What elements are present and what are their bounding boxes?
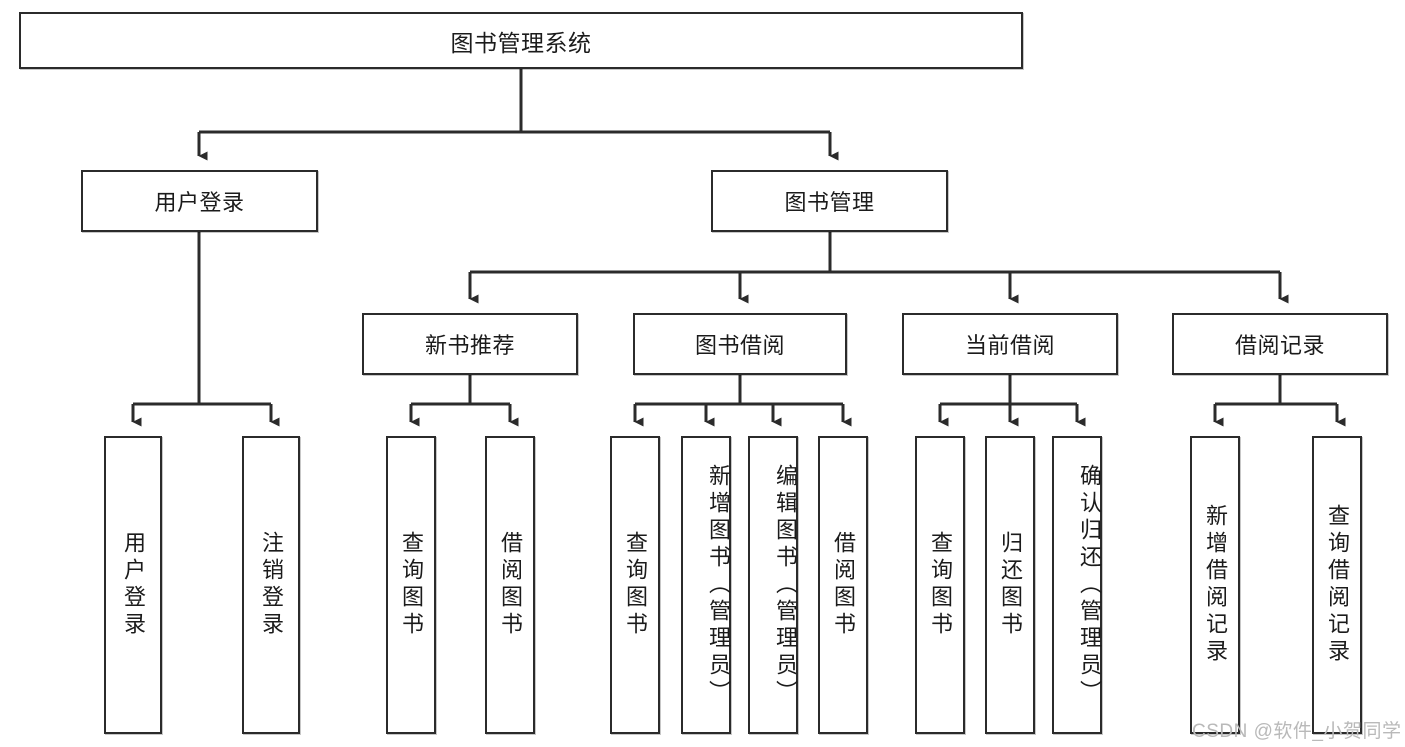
node-label: 用户登录	[121, 531, 146, 639]
node-book-borrow[interactable]: 图书借阅	[633, 313, 847, 375]
node-label: 用户登录	[154, 190, 245, 215]
node-label: 查询图书	[623, 531, 648, 639]
node-label: 查询图书	[399, 531, 424, 639]
csdn-watermark: CSDN @软件_小贺同学	[1192, 721, 1402, 742]
node-label: 图书借阅	[694, 333, 785, 358]
node-book-management[interactable]: 图书管理	[711, 170, 948, 232]
leaf-newbook-query-book[interactable]: 查询图书	[386, 436, 436, 734]
leaf-current-return-book[interactable]: 归还图书	[985, 436, 1035, 734]
node-label: 借阅图书	[498, 531, 523, 639]
node-label: 图书管理	[784, 190, 875, 215]
node-label: 新书推荐	[424, 333, 515, 358]
node-label: 新增图书（管理员）	[706, 463, 731, 707]
node-new-book-recommend[interactable]: 新书推荐	[362, 313, 578, 375]
node-label: 编辑图书（管理员）	[773, 463, 798, 707]
leaf-user-logout[interactable]: 注销登录	[242, 436, 300, 734]
node-user-login[interactable]: 用户登录	[81, 170, 318, 232]
node-label: 确认归还（管理员）	[1077, 463, 1102, 707]
leaf-record-add-borrow-record[interactable]: 新增借阅记录	[1190, 436, 1240, 734]
leaf-borrow-query-book[interactable]: 查询图书	[610, 436, 660, 734]
leaf-borrow-lend-book[interactable]: 借阅图书	[818, 436, 868, 734]
node-borrow-record[interactable]: 借阅记录	[1172, 313, 1388, 375]
node-root-system[interactable]: 图书管理系统	[19, 12, 1023, 69]
leaf-borrow-edit-book-admin[interactable]: 编辑图书（管理员）	[748, 436, 798, 734]
node-label: 借阅记录	[1234, 333, 1325, 358]
leaf-current-query-book[interactable]: 查询图书	[915, 436, 965, 734]
node-label: 归还图书	[998, 531, 1023, 639]
leaf-current-confirm-return-admin[interactable]: 确认归还（管理员）	[1052, 436, 1102, 734]
node-label: 新增借阅记录	[1203, 504, 1228, 666]
node-label: 借阅图书	[831, 531, 856, 639]
leaf-user-login[interactable]: 用户登录	[104, 436, 162, 734]
node-label: 图书管理系统	[450, 29, 592, 56]
node-label: 查询借阅记录	[1325, 504, 1350, 666]
node-label: 当前借阅	[964, 333, 1055, 358]
node-label: 查询图书	[928, 531, 953, 639]
node-current-borrow[interactable]: 当前借阅	[902, 313, 1118, 375]
leaf-newbook-borrow-book[interactable]: 借阅图书	[485, 436, 535, 734]
leaf-record-query-borrow-record[interactable]: 查询借阅记录	[1312, 436, 1362, 734]
leaf-borrow-add-book-admin[interactable]: 新增图书（管理员）	[681, 436, 731, 734]
node-label: 注销登录	[259, 531, 284, 639]
